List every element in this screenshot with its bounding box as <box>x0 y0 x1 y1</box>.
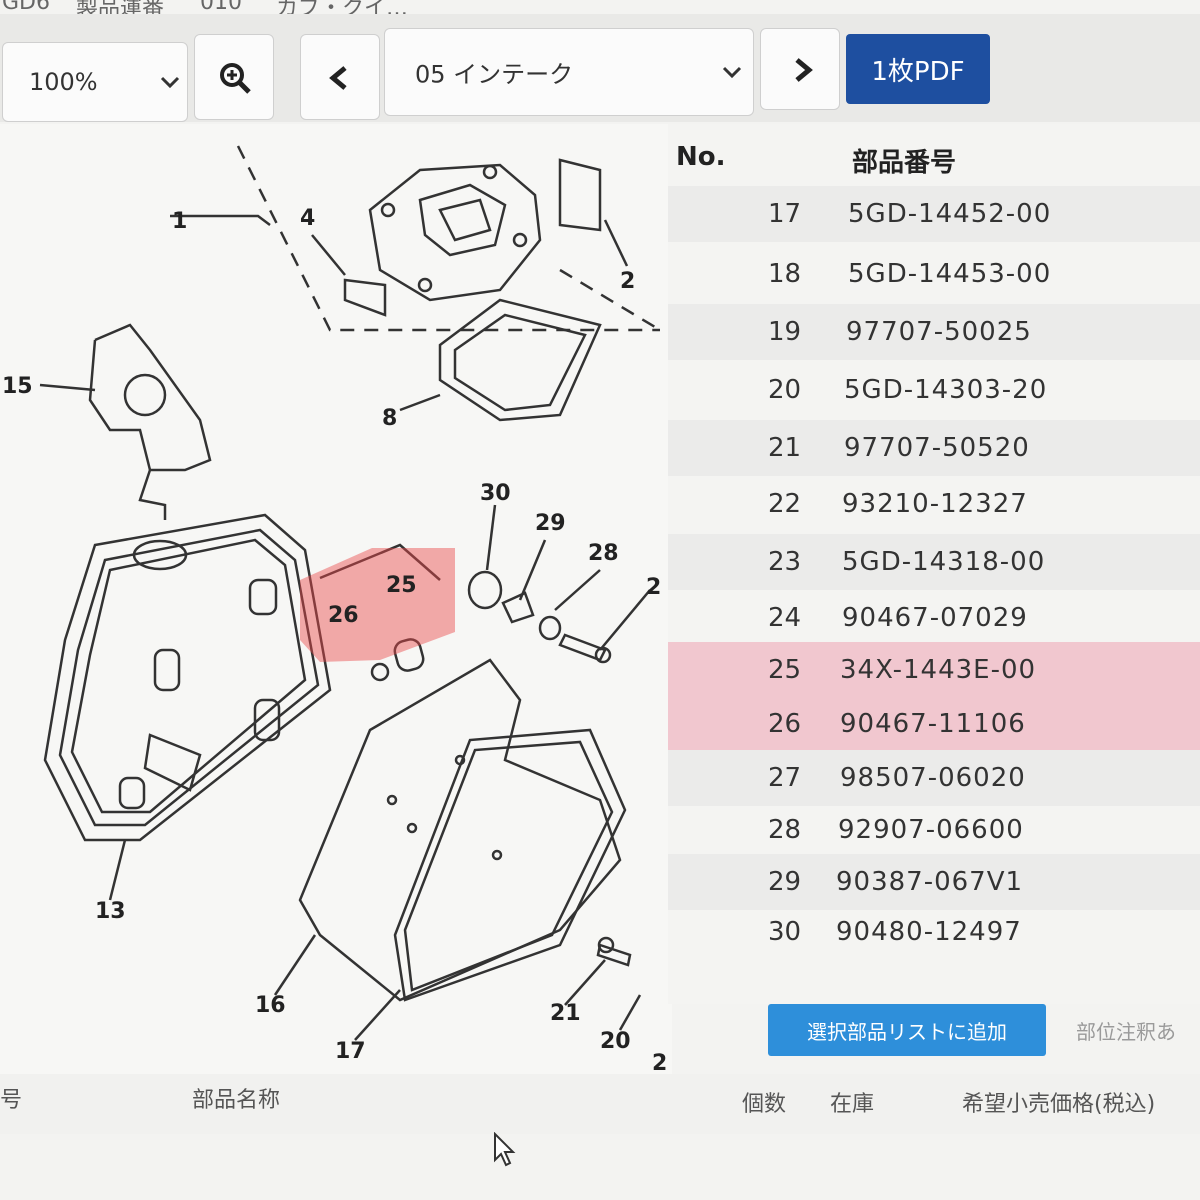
callout-8: 8 <box>382 406 397 431</box>
row-number: 22 <box>768 489 802 519</box>
callout-15: 15 <box>2 374 33 399</box>
callout-16: 16 <box>255 993 286 1018</box>
header-quantity: 個数 <box>742 1092 787 1117</box>
col-header-no: No. <box>676 142 726 172</box>
callout-28: 28 <box>588 541 619 566</box>
title-fragment: 010 <box>200 0 242 14</box>
part-number: 93210-12327 <box>842 489 1028 519</box>
chevron-down-icon <box>160 76 180 89</box>
row-number: 17 <box>768 199 802 229</box>
table-row[interactable]: 27 98507-06020 <box>668 750 1200 806</box>
title-fragment: 製品運番 <box>76 0 165 14</box>
row-number: 21 <box>768 433 802 463</box>
table-row[interactable]: 23 5GD-14318-00 <box>668 534 1200 590</box>
part-annotation-link[interactable]: 部位注釈あ <box>1076 1020 1176 1044</box>
callout-25: 25 <box>386 573 417 598</box>
table-row[interactable]: 21 97707-50520 <box>668 420 1200 476</box>
callout-2b: 2 <box>646 575 661 600</box>
exploded-view-drawing: 1 4 2 8 15 30 29 28 25 26 13 16 17 21 20… <box>2 145 667 1074</box>
title-fragment: GD6 <box>2 0 50 14</box>
table-row[interactable]: 19 97707-50025 <box>668 304 1200 360</box>
part-number: 90467-11106 <box>840 709 1026 739</box>
window-title-strip: GD6 製品運番 010 カブ・クイ… <box>0 0 1200 14</box>
section-select[interactable]: 05 インテーク <box>384 28 754 116</box>
part-number: 90467-07029 <box>842 603 1028 633</box>
row-number: 26 <box>768 709 802 739</box>
single-pdf-button[interactable]: 1枚PDF <box>846 34 990 104</box>
part-number: 98507-06020 <box>840 763 1026 793</box>
part-number: 97707-50520 <box>844 433 1030 463</box>
part-number: 5GD-14452-00 <box>848 199 1052 229</box>
table-row[interactable]: 26 90467-11106 <box>668 696 1200 752</box>
part-number: 5GD-14318-00 <box>842 547 1046 577</box>
callout-20: 20 <box>600 1029 631 1054</box>
zoom-select[interactable]: 100% <box>2 42 188 122</box>
toolbar: 100% 05 インテーク 1枚PDF <box>0 14 1200 122</box>
chevron-left-icon <box>329 66 347 90</box>
part-number: 92907-06600 <box>838 815 1024 845</box>
part-number: 5GD-14453-00 <box>848 259 1052 289</box>
table-row[interactable]: 22 93210-12327 <box>668 476 1200 532</box>
part-number: 90387-067V1 <box>836 867 1024 897</box>
chevron-right-icon <box>795 58 813 82</box>
table-row[interactable]: 17 5GD-14452-00 <box>668 186 1200 242</box>
magnifier-icon <box>220 63 251 94</box>
parts-list-header: 号 部品名称 個数 在庫 希望小売価格(税込) <box>0 1074 1200 1134</box>
callout-2c: 2 <box>652 1051 667 1074</box>
col-header-part-number: 部品番号 <box>852 148 957 178</box>
section-value: 05 インテーク <box>415 60 574 89</box>
callout-17: 17 <box>335 1039 366 1064</box>
callout-26: 26 <box>328 603 359 628</box>
row-number: 20 <box>768 375 802 405</box>
table-row[interactable]: 28 92907-06600 <box>668 802 1200 858</box>
callout-13: 13 <box>95 899 126 924</box>
row-number: 29 <box>768 867 802 897</box>
part-number: 34X-1443E-00 <box>840 655 1037 685</box>
part-number: 97707-50025 <box>846 317 1032 347</box>
table-row[interactable]: 25 34X-1443E-00 <box>668 642 1200 698</box>
next-section-button[interactable] <box>760 28 840 110</box>
table-row[interactable]: 29 90387-067V1 <box>668 854 1200 910</box>
row-number: 30 <box>768 917 802 947</box>
row-number: 19 <box>768 317 802 347</box>
row-number: 24 <box>768 603 802 633</box>
callout-29: 29 <box>535 511 566 536</box>
row-number: 28 <box>768 815 802 845</box>
zoom-button[interactable] <box>194 34 274 120</box>
callout-30: 30 <box>480 481 511 506</box>
zoom-value: 100% <box>29 68 98 96</box>
row-number: 27 <box>768 763 802 793</box>
table-row[interactable]: 30 90480-12497 <box>668 904 1200 960</box>
callout-21: 21 <box>550 1001 581 1026</box>
chevron-down-icon <box>722 66 742 79</box>
table-row[interactable]: 18 5GD-14453-00 <box>668 246 1200 302</box>
header-number: 号 <box>0 1088 23 1113</box>
callout-2: 2 <box>620 269 635 294</box>
callout-4: 4 <box>300 206 315 231</box>
table-row[interactable]: 24 90467-07029 <box>668 590 1200 646</box>
callout-1: 1 <box>172 209 187 234</box>
mouse-cursor-icon <box>494 1132 516 1167</box>
table-row[interactable]: 20 5GD-14303-20 <box>668 362 1200 418</box>
row-number: 25 <box>768 655 802 685</box>
row-number: 23 <box>768 547 802 577</box>
callout-labels: 1 4 2 8 15 30 29 28 25 26 13 16 17 21 20… <box>2 206 667 1074</box>
parts-diagram: 1 4 2 8 15 30 29 28 25 26 13 16 17 21 20… <box>0 124 672 1074</box>
header-stock: 在庫 <box>830 1092 875 1117</box>
header-price: 希望小売価格(税込) <box>962 1092 1156 1117</box>
part-number: 5GD-14303-20 <box>844 375 1048 405</box>
title-fragment: カブ・クイ… <box>276 0 409 14</box>
part-number: 90480-12497 <box>836 917 1022 947</box>
parts-table: No. 部品番号 17 5GD-14452-00 18 5GD-14453-00 19 9… <box>668 124 1200 1004</box>
add-to-list-button[interactable]: 選択部品リストに追加 <box>768 1004 1046 1056</box>
header-part-name: 部品名称 <box>192 1088 281 1113</box>
prev-section-button[interactable] <box>300 34 380 120</box>
row-number: 18 <box>768 259 802 289</box>
